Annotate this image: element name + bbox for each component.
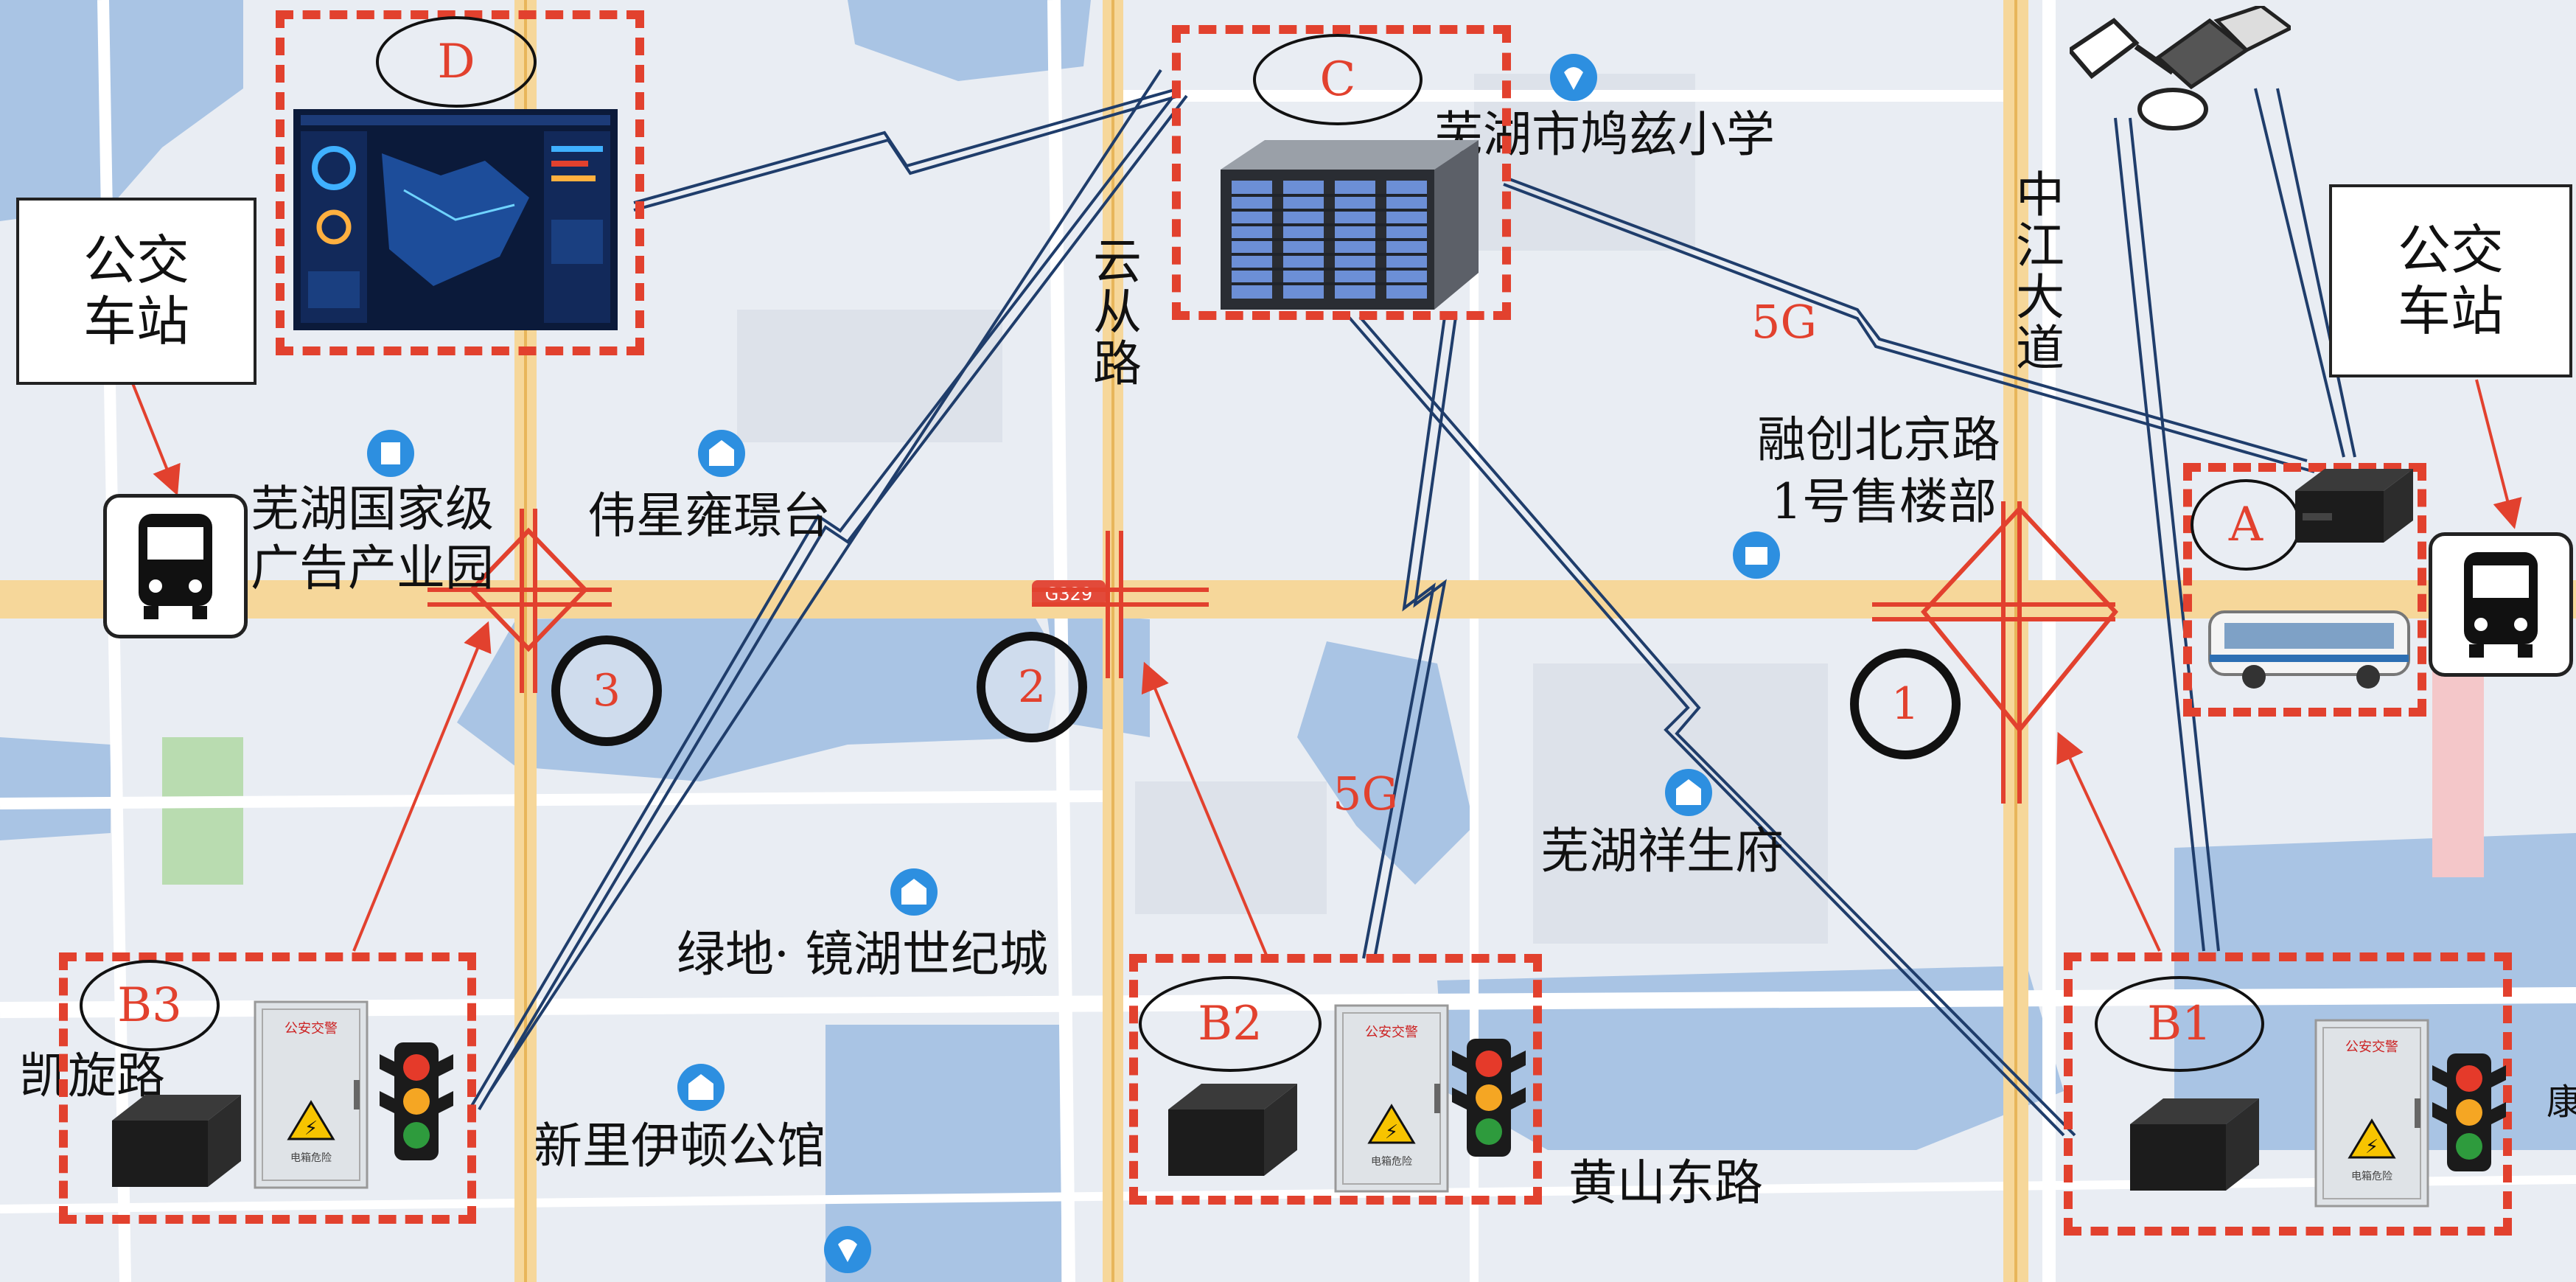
water-area bbox=[1297, 641, 1474, 885]
cabinet-sub: 电箱危险 bbox=[2351, 1171, 2392, 1182]
node-b1-oval: B1 bbox=[2095, 976, 2264, 1072]
poi-label-rongchuang: 融创北京路 bbox=[1757, 411, 2000, 468]
intersection-2-badge: 2 bbox=[977, 632, 1087, 742]
bus-station-line1: 公交 bbox=[83, 229, 189, 292]
road-label-kang: 康 bbox=[2547, 1081, 2576, 1123]
pink-area bbox=[2432, 663, 2484, 877]
bus-stop-icon bbox=[2429, 532, 2573, 677]
cabinet-sub: 电箱危险 bbox=[290, 1152, 332, 1164]
monitor-screen-icon bbox=[293, 109, 618, 330]
poi-label-lvdi: 绿地· 镜湖世纪城 bbox=[677, 926, 1048, 983]
poi-label-rongchuang-2: 1号售楼部 bbox=[1771, 473, 1997, 530]
svg-text:⚡: ⚡ bbox=[1385, 1121, 1398, 1143]
poi-label-ad-park-1: 芜湖国家级 bbox=[251, 481, 494, 537]
cabinet-sub: 电箱危险 bbox=[1371, 1156, 1412, 1168]
intersection-2-marker bbox=[1032, 531, 1209, 678]
route-shield-label: G329 bbox=[1045, 584, 1092, 605]
edge-terminal-icon bbox=[1168, 1084, 1297, 1176]
node-d-oval: D bbox=[376, 16, 537, 108]
server-rack-icon bbox=[1221, 140, 1479, 310]
poi-pin-icon bbox=[1733, 532, 1780, 579]
poi-pin-icon bbox=[367, 430, 414, 477]
poi-label-xiangsheng: 芜湖祥生府 bbox=[1540, 823, 1784, 879]
traffic-light-icon bbox=[2432, 1053, 2506, 1171]
water-area bbox=[0, 737, 111, 840]
node-c-oval: C bbox=[1253, 34, 1423, 125]
cabinet-title: 公安交警 bbox=[285, 1021, 338, 1037]
poi-label-xinli: 新里伊顿公馆 bbox=[534, 1118, 825, 1174]
label-5g-mid: 5G bbox=[1333, 767, 1398, 821]
svg-text:⚡: ⚡ bbox=[2365, 1136, 2378, 1158]
bus-station-line2: 车站 bbox=[83, 290, 189, 352]
node-c-frame bbox=[1172, 25, 1511, 320]
poi-label-ad-park-2: 广告产业园 bbox=[251, 540, 494, 596]
node-b2-oval: B2 bbox=[1139, 976, 1322, 1072]
flow-arrows bbox=[131, 379, 2522, 959]
bus-vehicle-icon bbox=[2208, 610, 2410, 689]
poi-pin-icon bbox=[1665, 769, 1712, 816]
signal-cabinet-icon: 公安交警 ⚡ 电箱危险 bbox=[1334, 1004, 1449, 1193]
poi-pin-icon bbox=[890, 868, 938, 916]
signal-cabinet-icon: 公安交警 ⚡ 电箱危险 bbox=[2314, 1019, 2429, 1208]
node-a-frame bbox=[2183, 463, 2426, 717]
svg-text:⚡: ⚡ bbox=[304, 1118, 318, 1140]
edge-terminal-icon bbox=[2130, 1098, 2259, 1191]
satellite-icon bbox=[2070, 6, 2291, 130]
cabinet-title: 公安交警 bbox=[2345, 1039, 2398, 1055]
edge-terminal-icon bbox=[2295, 469, 2413, 543]
intersection-1-marker bbox=[1872, 501, 2118, 804]
bus-station-label-right: 公交 车站 bbox=[2329, 184, 2572, 377]
traffic-light-icon bbox=[380, 1042, 453, 1160]
node-b3-frame bbox=[59, 952, 476, 1224]
intersection-3-marker bbox=[427, 509, 612, 693]
intersection-3-badge: 3 bbox=[551, 635, 662, 746]
signal-cabinet-icon: 公安交警 ⚡ 电箱危险 bbox=[254, 1000, 369, 1189]
poi-pin-icon bbox=[677, 1064, 725, 1111]
road-horizontal bbox=[0, 580, 2576, 619]
bus-station-label-left: 公交 车站 bbox=[16, 198, 256, 385]
node-b2-frame bbox=[1129, 954, 1542, 1205]
water-area bbox=[1437, 966, 2064, 1150]
label-5g-top: 5G bbox=[1751, 295, 1817, 349]
water-area bbox=[0, 0, 243, 221]
node-b3-oval: B3 bbox=[80, 960, 220, 1051]
bus-station-line2: 车站 bbox=[2397, 280, 2504, 342]
cabinet-title: 公安交警 bbox=[1365, 1025, 1418, 1040]
road-label-yuncong: 云从路 bbox=[1093, 233, 1142, 392]
road-label-kaixuan: 凯旋路 bbox=[19, 1048, 165, 1104]
bus-stop-icon bbox=[103, 494, 248, 638]
road-label-huangshan: 黄山东路 bbox=[1568, 1154, 1763, 1211]
wireless-links bbox=[470, 69, 2356, 1137]
node-a-oval: A bbox=[2191, 479, 2301, 571]
poi-pin-icon bbox=[1550, 54, 1597, 101]
bus-station-line1: 公交 bbox=[2397, 219, 2504, 282]
poi-pin-icon bbox=[824, 1226, 871, 1273]
poi-pin-icon bbox=[698, 430, 745, 477]
node-d-frame bbox=[276, 10, 644, 355]
water-area bbox=[825, 1025, 1061, 1282]
water-area bbox=[848, 0, 1091, 81]
poi-label-weixing: 伟星雍璟台 bbox=[587, 487, 831, 544]
green-area bbox=[162, 737, 243, 885]
edge-terminal-icon bbox=[112, 1095, 241, 1187]
traffic-light-icon bbox=[1452, 1039, 1526, 1157]
node-b1-frame bbox=[2064, 952, 2512, 1236]
poi-label-school: 芜湖市鸠兹小学 bbox=[1434, 106, 1775, 163]
route-shield bbox=[1032, 580, 1106, 607]
intersection-1-badge: 1 bbox=[1850, 649, 1961, 759]
road-label-zhongjiang: 中江大道 bbox=[2016, 167, 2064, 377]
